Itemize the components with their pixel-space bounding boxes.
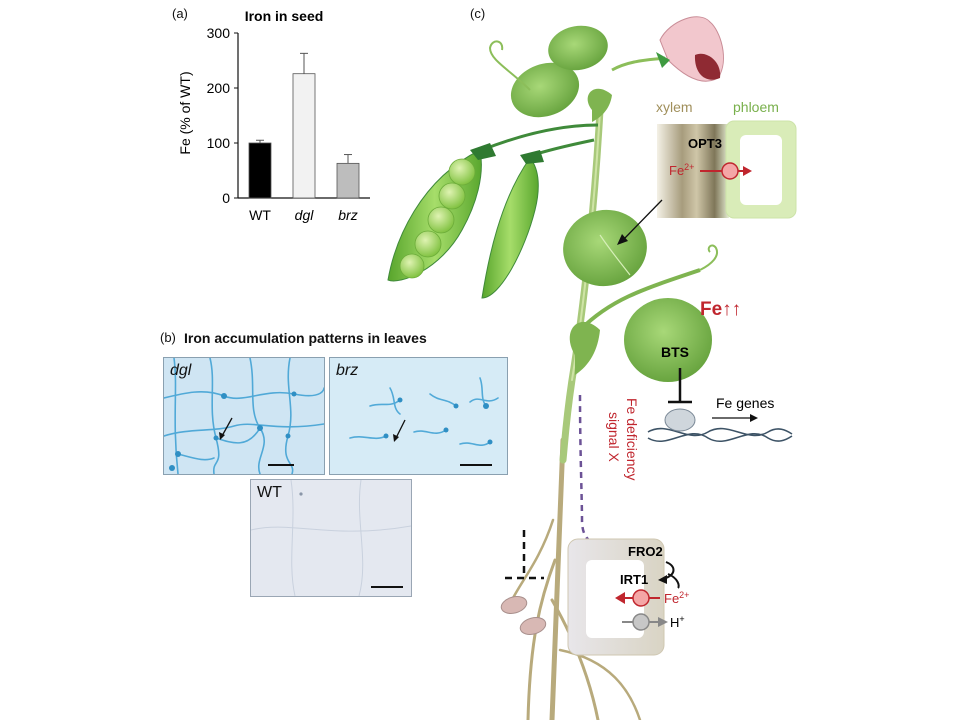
fe2-opt3-label: Fe2+	[669, 162, 694, 178]
panel-b-label: (b)	[160, 330, 176, 345]
irt1-transporter	[632, 589, 650, 607]
signal-label-line1: Fe deficiency	[624, 398, 640, 480]
opt3-transporter	[721, 162, 739, 180]
micrograph-wt: WT	[250, 479, 412, 597]
micrograph-tag-brz: brz	[336, 362, 359, 379]
roots	[510, 437, 642, 720]
pod-calyx-2	[520, 150, 544, 164]
fe2-irt1-label: Fe2+	[664, 590, 689, 606]
h-charge: +	[679, 614, 684, 624]
top-leaf-2	[548, 25, 608, 71]
xylem-label: xylem	[656, 99, 693, 115]
root-nodule-1	[500, 596, 528, 614]
mid-leaf	[563, 209, 647, 287]
fro2-arrow	[665, 561, 675, 579]
mid-leaf-vein	[599, 234, 631, 276]
micrograph-tag-dgl: dgl	[170, 362, 192, 379]
x-tick-label-brz: brz	[338, 207, 357, 223]
panel-b-title: Iron accumulation patterns in leaves	[184, 330, 427, 346]
bar-dgl	[292, 73, 316, 199]
lower-leaf	[624, 298, 712, 382]
y-tick-label: 100	[207, 135, 231, 151]
micrograph-dgl: dgl	[163, 357, 325, 475]
stipule-leaf-lower	[569, 321, 600, 375]
pod-stalk-2	[529, 138, 595, 158]
y-tick-label: 200	[207, 80, 231, 96]
bar-brz	[336, 162, 360, 199]
fe-text-root: Fe	[664, 591, 679, 606]
panel-a-label: (a)	[172, 6, 188, 21]
h-text: H	[670, 615, 679, 630]
irt1-label: IRT1	[620, 572, 648, 587]
leaf-texture-wt	[251, 480, 411, 596]
stipule-leaf-upper	[587, 88, 612, 122]
fe-charge-root: 2+	[679, 590, 689, 600]
transcription-factor	[664, 408, 696, 432]
micrograph-brz: brz	[329, 357, 508, 475]
fe-genes-label: Fe genes	[716, 395, 774, 411]
fro2-label: FRO2	[628, 544, 663, 559]
proton-pump	[632, 613, 650, 631]
chart-title: Iron in seed	[245, 8, 324, 24]
bar-WT	[248, 142, 272, 199]
pod-calyx	[470, 143, 496, 160]
stem	[559, 106, 604, 464]
fe-up-label: Fe↑↑	[700, 299, 741, 320]
vascular-callout	[657, 120, 797, 219]
signal-label-line2: signal X	[606, 412, 622, 462]
x-tick-label-dgl: dgl	[295, 207, 315, 223]
h-plus-label: H+	[670, 614, 685, 630]
opt3-label: OPT3	[688, 136, 722, 151]
dna-helix	[647, 427, 793, 443]
panel-c-label: (c)	[470, 6, 486, 21]
lower-leaf-stalk	[578, 268, 701, 332]
fro2-arrow-2	[667, 573, 680, 589]
y-axis-label: Fe (% of WT)	[177, 71, 193, 154]
y-tick-label: 0	[222, 190, 230, 206]
y-tick-label: 300	[207, 25, 231, 41]
tendril-top-2	[611, 56, 666, 72]
pea-pod-closed	[481, 157, 539, 299]
root-cell-inner	[586, 560, 644, 638]
fe-charge: 2+	[684, 162, 694, 172]
phloem-label: phloem	[733, 99, 779, 115]
fe-text: Fe	[669, 163, 684, 178]
callout-pointer	[622, 199, 663, 241]
leaf-veins-brz	[349, 377, 499, 466]
tendril-mid	[699, 244, 718, 271]
top-leaf-1	[510, 62, 580, 118]
pod-stalk	[481, 123, 599, 152]
root-cell-outer	[567, 538, 665, 656]
leaf-veins-dgl	[164, 358, 324, 474]
x-tick-label-WT: WT	[249, 207, 271, 223]
root-nodule-2	[519, 617, 547, 635]
micrograph-tag-wt: WT	[257, 484, 282, 501]
signal-arrow	[578, 394, 605, 548]
bts-label: BTS	[661, 344, 689, 360]
tendril-top	[488, 40, 531, 91]
flower	[656, 16, 724, 82]
root-inhibit	[505, 530, 544, 580]
